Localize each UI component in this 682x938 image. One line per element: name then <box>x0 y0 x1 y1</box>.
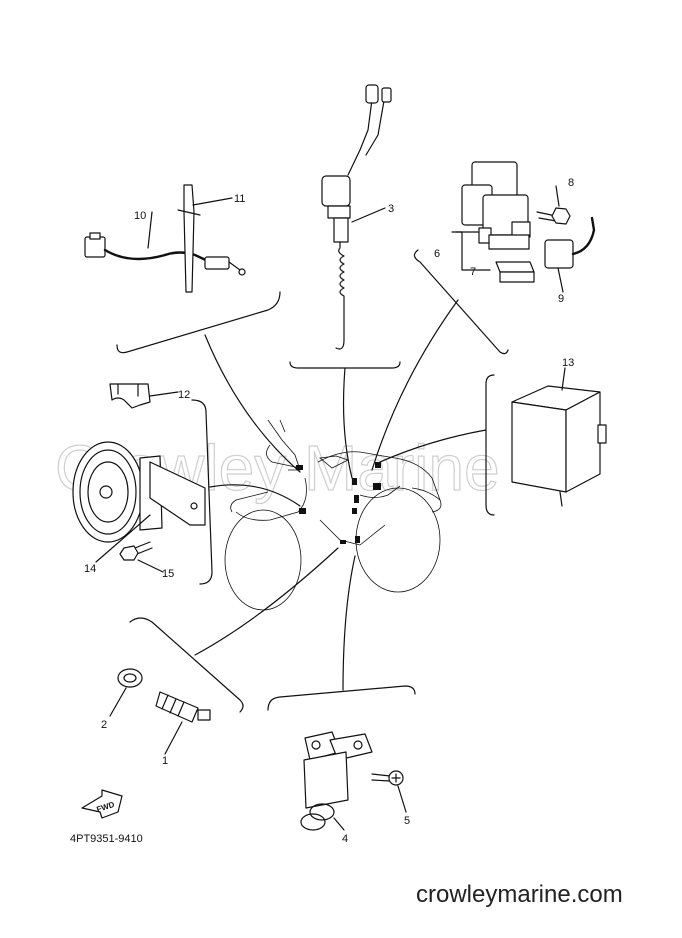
part-13-control-unit <box>511 385 607 507</box>
part-4-switch-assembly <box>300 731 373 831</box>
site-watermark-url: crowleymarine.com <box>416 881 623 908</box>
fwd-arrow: FWD <box>81 789 123 819</box>
part-3-sensor-lead <box>321 84 392 350</box>
callout-12: 12 <box>178 389 190 401</box>
part-14-horn <box>72 441 206 543</box>
callout-5: 5 <box>404 815 410 827</box>
callout-leaders <box>95 185 566 831</box>
callout-2: 2 <box>101 719 107 731</box>
callout-15: 15 <box>162 568 174 580</box>
callout-14: 14 <box>84 563 96 575</box>
callout-11: 11 <box>234 193 245 205</box>
callout-4: 4 <box>342 833 348 845</box>
part-6-relay-assembly <box>461 161 531 250</box>
part-9-relay-wire <box>544 216 596 269</box>
callout-6: 6 <box>434 248 440 260</box>
part-7-relay-cover <box>495 261 535 283</box>
callout-9: 9 <box>558 293 564 305</box>
callout-13: 13 <box>562 357 574 369</box>
part-8-bolt <box>536 207 571 225</box>
part-1-switch <box>155 691 211 723</box>
part-2-washer <box>117 668 143 688</box>
callout-10: 10 <box>134 210 146 222</box>
callout-7: 7 <box>470 266 476 278</box>
motorcycle-outline <box>224 419 442 611</box>
part-12-bracket <box>109 383 151 409</box>
part-15-screw <box>119 541 153 561</box>
part-11-cable-tie <box>177 184 201 293</box>
callout-numbers: 1 2 3 4 5 6 7 8 9 10 11 12 13 14 15 <box>84 177 574 845</box>
callout-8: 8 <box>568 177 574 189</box>
part-10-lead-wire <box>84 232 246 276</box>
callout-1: 1 <box>162 755 168 767</box>
callout-3: 3 <box>388 203 394 215</box>
part-code: 4PT9351-9410 <box>70 833 143 845</box>
part-5-screw <box>371 770 404 786</box>
